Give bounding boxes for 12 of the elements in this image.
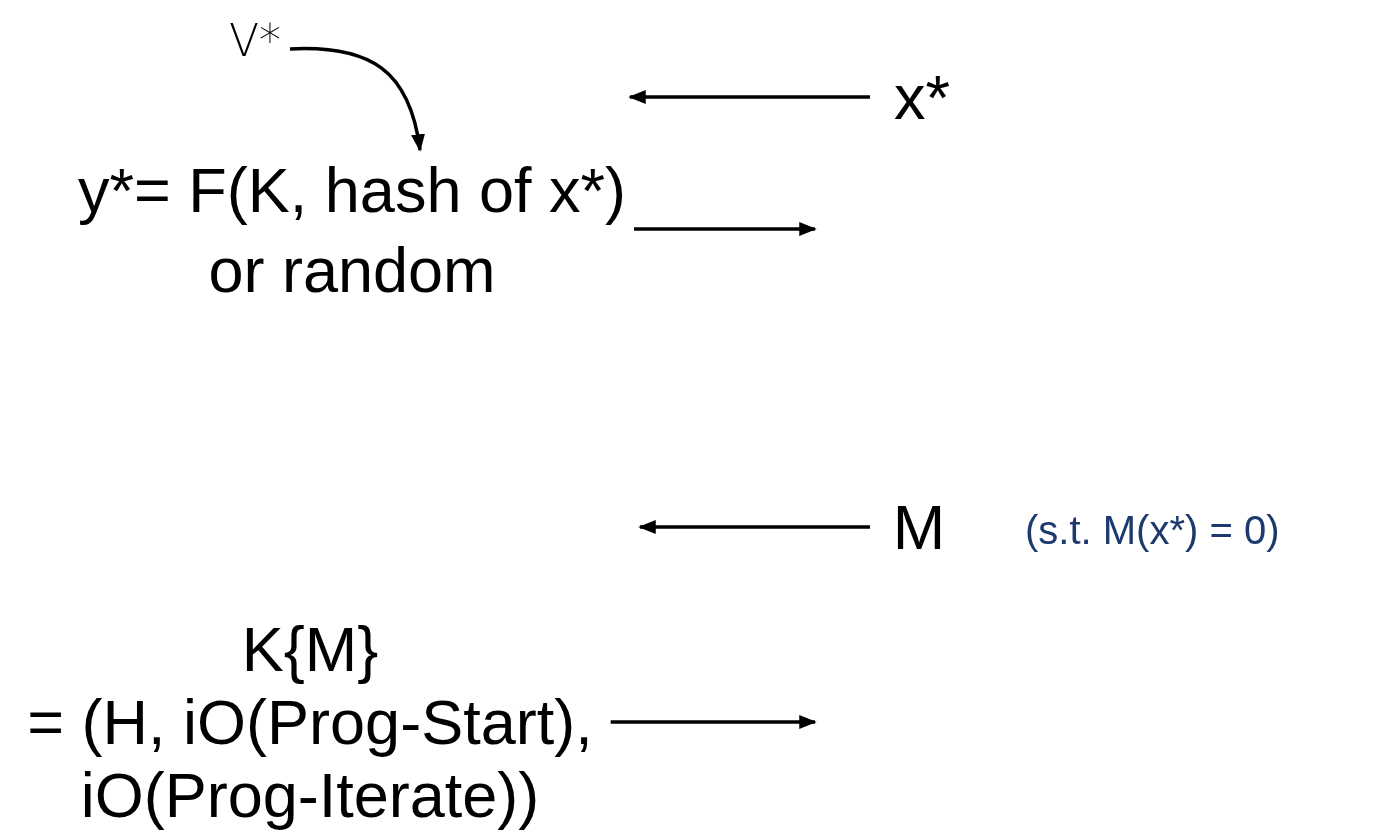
formula-heading: K{M} xyxy=(240,613,380,686)
variable-label: x* xyxy=(893,61,951,134)
arrow xyxy=(628,90,870,104)
arrow xyxy=(634,222,817,236)
formula-text: y*= F(K, hash of x*) or random xyxy=(77,154,627,307)
arrow xyxy=(638,520,870,534)
variable-label: M xyxy=(891,491,947,564)
condition-note: (s.t. M(x*) = 0) xyxy=(1025,507,1280,553)
variable-label: V* xyxy=(227,14,283,68)
arrow xyxy=(289,46,425,152)
formula-text: = (H, iO(Prog-Start), iO(Prog-Iterate)) xyxy=(26,686,594,833)
arrow xyxy=(610,715,817,730)
